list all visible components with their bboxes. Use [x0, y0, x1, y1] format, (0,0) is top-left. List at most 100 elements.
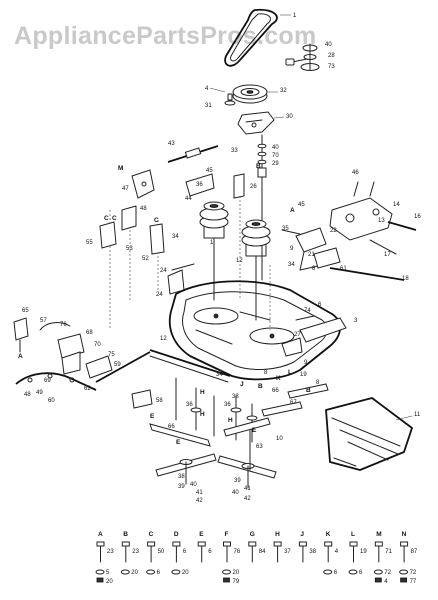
- front-rod-left: [95, 351, 153, 409]
- callout: 8: [264, 370, 268, 376]
- callout: 27: [294, 332, 301, 338]
- callout: 60: [48, 398, 55, 404]
- callout: 9: [304, 360, 308, 366]
- left-spindle-housing: [199, 201, 229, 301]
- legend-bolt-number: 87: [411, 549, 418, 555]
- nut-icon: [223, 577, 230, 583]
- legend-washer-number: 20: [233, 570, 240, 576]
- callout: 65: [22, 308, 29, 314]
- left-linkage: [13, 317, 113, 391]
- callout: 6: [318, 302, 322, 308]
- callout: 40: [232, 490, 239, 496]
- callout: 49: [36, 390, 43, 396]
- spindle-stack-center: [257, 134, 267, 281]
- callout: 31: [205, 103, 212, 109]
- callout: 39: [234, 478, 241, 484]
- legend-item-j: J38: [298, 531, 317, 563]
- callout: 14: [393, 202, 400, 208]
- callout-labels: 1 40 28 73 4 31 32 30 40 70 29 43 33 M 4…: [18, 13, 421, 504]
- legend-letter: F: [225, 531, 229, 538]
- callout: 53: [126, 246, 133, 252]
- callout: 46: [352, 170, 359, 176]
- right-lift-linkage: [329, 181, 417, 281]
- legend-letter: E: [199, 531, 204, 538]
- callout-letter: E: [150, 413, 155, 420]
- callout-letter: E: [252, 427, 257, 434]
- callout: 28: [328, 53, 335, 59]
- callout: 1: [210, 240, 214, 246]
- drive-belt: [224, 8, 278, 67]
- callout: 52: [142, 256, 149, 262]
- callout: 38: [178, 474, 185, 480]
- callout-letter: B: [258, 383, 263, 390]
- hardware-legend: A23520B2320C506D620E6F762079G84H37J38K46…: [95, 531, 418, 585]
- legend-item-k: K46: [323, 531, 339, 576]
- legend-bolt-number: 19: [360, 549, 367, 555]
- callout: 8: [312, 266, 316, 272]
- legend-bolt-number: 4: [335, 549, 339, 555]
- legend-item-e: E6: [197, 531, 212, 563]
- adjustment-rod: [167, 145, 219, 163]
- bolt-head-icon: [248, 541, 257, 547]
- callout: 18: [402, 276, 409, 282]
- deck-gauge-bolts: [175, 377, 258, 443]
- callout: 43: [168, 141, 175, 147]
- callout: 21: [308, 252, 315, 258]
- legend-nut-number: 79: [233, 579, 240, 585]
- callout: 30: [286, 114, 293, 120]
- legend-letter: G: [250, 531, 255, 538]
- callout: 16: [414, 214, 421, 220]
- callout: 41: [196, 490, 203, 496]
- legend-letter: D: [174, 531, 179, 538]
- right-side-bars: [249, 383, 329, 471]
- legend-washer-number: 5: [106, 570, 110, 576]
- callout: 10: [276, 436, 283, 442]
- callout: 32: [280, 88, 287, 94]
- callout: 12: [160, 336, 167, 342]
- washer-icon: [222, 569, 231, 575]
- callout: 36: [224, 402, 231, 408]
- callout: 47: [122, 186, 129, 192]
- callout: 3: [354, 318, 358, 324]
- callout: 69: [44, 378, 51, 384]
- legend-washer-number: 72: [410, 570, 417, 576]
- callout: 63: [256, 444, 263, 450]
- callout: 38: [232, 394, 239, 400]
- callout: 35: [282, 226, 289, 232]
- callout: 42: [244, 496, 251, 502]
- callout-letter: H: [200, 389, 205, 396]
- callout-letter: A: [18, 353, 23, 360]
- callout: 48: [140, 206, 147, 212]
- callout: 67: [290, 400, 297, 406]
- callout: 8: [316, 380, 320, 386]
- discharge-chute: [325, 397, 413, 471]
- legend-nut-number: 77: [410, 579, 417, 585]
- right-spindle-housing: [241, 219, 271, 321]
- washer-icon: [146, 569, 156, 575]
- bolt-head-icon: [197, 541, 206, 547]
- callout: 74: [304, 308, 311, 314]
- callout: 66: [168, 424, 175, 430]
- callout: 70: [272, 153, 279, 159]
- callout-letter: L: [288, 369, 292, 376]
- mower-blades: [149, 417, 277, 489]
- watermark-text: AppliancePartsPros.com: [14, 22, 317, 50]
- callout: 34: [172, 234, 179, 240]
- callout: 40: [325, 42, 332, 48]
- callout-letter: B: [256, 163, 261, 170]
- legend-washer-number: 20: [131, 570, 138, 576]
- legend-bolt-number: 38: [309, 549, 316, 555]
- legend-washer-number: 6: [359, 570, 363, 576]
- legend-bolt-number: 6: [208, 549, 212, 555]
- legend-letter: A: [98, 531, 103, 538]
- callout: 48: [24, 392, 31, 398]
- callout: 40: [190, 482, 197, 488]
- callout-letter: H: [200, 411, 205, 418]
- callout-letter: C: [154, 217, 159, 224]
